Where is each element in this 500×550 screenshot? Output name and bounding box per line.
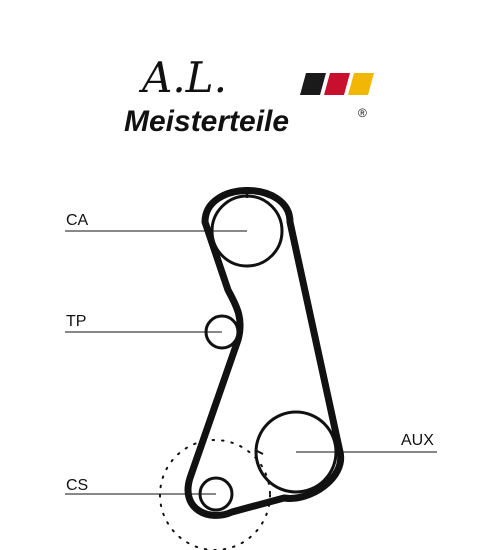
flag-icon: [300, 73, 374, 95]
label-aux: AUX: [401, 432, 434, 449]
label-tp: TP: [66, 313, 86, 330]
logo-brand-name: Meisterteile: [124, 105, 289, 138]
registered-mark: ®: [358, 106, 367, 120]
flag-stripe-red: [324, 73, 350, 95]
logo-initials: A.L.: [138, 53, 227, 102]
flag-stripe-black: [300, 73, 326, 95]
brand-logo: A.L. Meisterteile ®: [124, 53, 374, 138]
label-ca: CA: [66, 212, 89, 229]
aux-timing-mark: [254, 449, 264, 455]
label-cs: CS: [66, 477, 88, 494]
flag-stripe-gold: [348, 73, 374, 95]
timing-belt: [184, 187, 345, 519]
crankshaft-reference-circle: [159, 439, 271, 550]
